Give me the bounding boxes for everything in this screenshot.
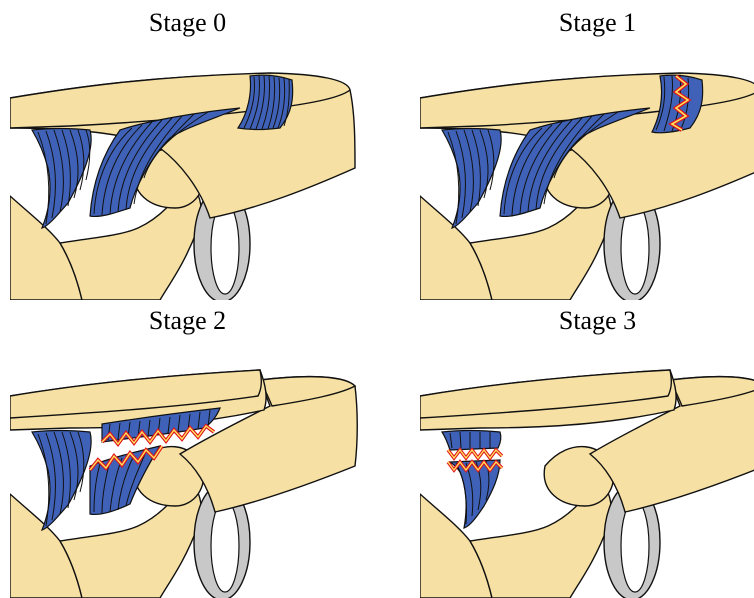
stage-0-title: Stage 0 [10,8,365,38]
stage-3-title: Stage 3 [420,306,754,336]
conoid-lower-remainder [450,460,500,528]
stage-0-panel: Stage 0 [10,0,365,296]
stage-2-title: Stage 2 [10,306,365,336]
stage-1-title: Stage 1 [420,8,754,38]
stage-1-illustration [420,68,754,300]
stage-2-illustration [10,366,365,598]
stage-0-illustration [10,68,365,300]
stage-3-illustration [420,366,754,598]
rib-ring-inner [621,500,649,592]
rib-ring-inner [211,500,239,592]
stage-2-panel: Stage 2 [10,298,365,594]
stage-3-panel: Stage 3 [420,298,754,594]
stage-1-panel: Stage 1 [420,0,754,296]
